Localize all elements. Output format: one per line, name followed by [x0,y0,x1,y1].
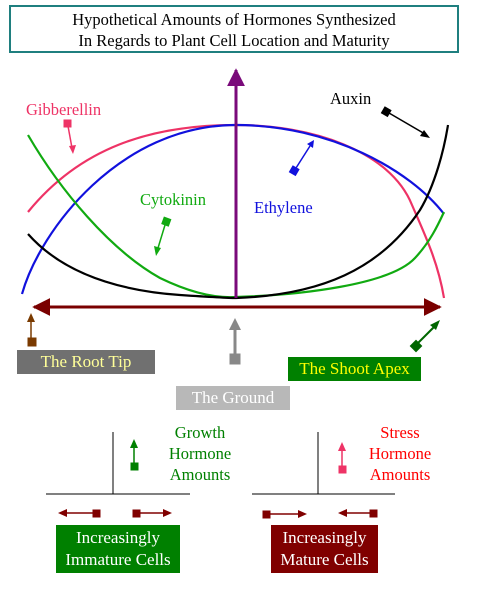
auxin-label: Auxin [330,89,371,108]
growth-up-arrow [130,439,139,471]
cytokinin-label: Cytokinin [140,190,206,209]
title-line-2: In Regards to Plant Cell Location and Ma… [78,31,390,50]
growth-line-3: Amounts [169,465,231,484]
mature-right-arrow [262,510,307,519]
shoot-apex-pointer [409,320,440,353]
ground-label: The Ground [176,386,290,410]
ethylene-curve [20,123,445,295]
root-tip-label: The Root Tip [17,350,155,374]
shoot-apex-label: The Shoot Apex [288,357,421,381]
stress-up-arrow [338,442,347,474]
growth-line-1: Growth [174,423,226,442]
ethylene-pointer [288,140,314,177]
growth-line-2: Hormone [168,444,232,463]
immature-line-1: Increasingly [75,528,161,547]
stress-line-2: Hormone [368,444,432,463]
stress-hormone-legend: Stress Hormone Amounts [355,422,445,485]
mature-line-1: Increasingly [282,528,367,547]
gibberellin-label: Gibberellin [26,100,101,119]
gibberellin-pointer [63,119,76,154]
immature-line-2: Immature Cells [65,550,171,569]
auxin-curve [27,124,450,300]
ground-pointer [229,318,241,365]
immature-left-arrow [58,509,101,518]
stress-line-1: Stress [380,423,420,442]
growth-legend-axes [46,432,190,495]
growth-hormone-legend: Growth Hormone Amounts [150,422,250,485]
stress-line-3: Amounts [369,465,431,484]
immature-right-arrow [132,509,172,518]
cytokinin-pointer [154,216,172,256]
title-line-1: Hypothetical Amounts of Hormones Synthes… [72,10,396,29]
mature-left-arrow [338,509,378,518]
immature-cells-label: Increasingly Immature Cells [56,525,180,573]
title-box: Hypothetical Amounts of Hormones Synthes… [9,5,459,53]
auxin-pointer [380,106,430,138]
mature-cells-label: Increasingly Mature Cells [271,525,378,573]
mature-line-2: Mature Cells [280,550,369,569]
ethylene-label: Ethylene [254,198,313,217]
stress-legend-axes [252,432,395,495]
root-tip-pointer [27,313,37,347]
